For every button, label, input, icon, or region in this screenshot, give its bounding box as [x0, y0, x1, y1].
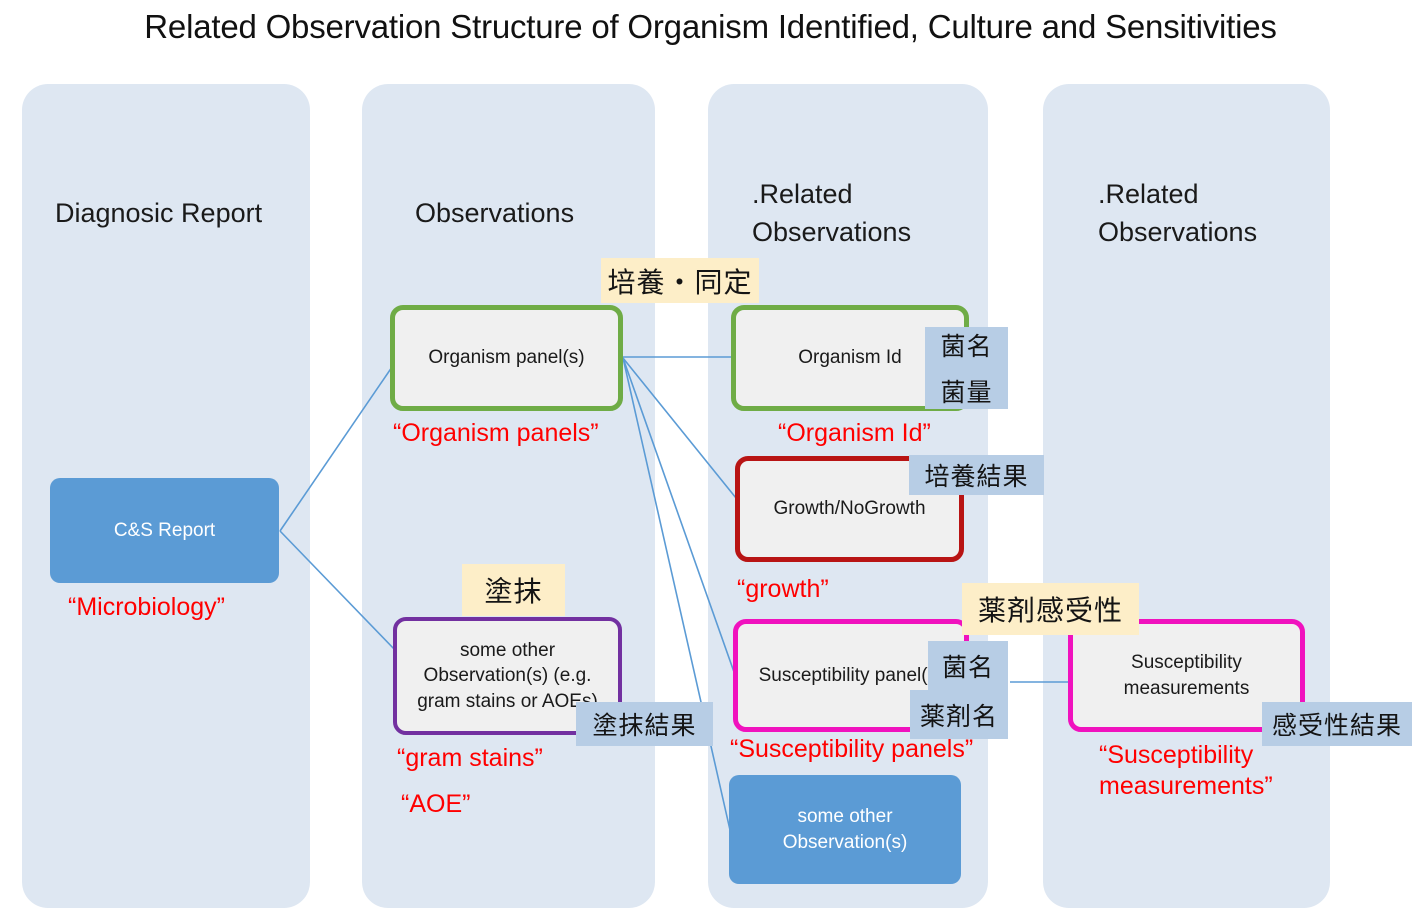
lane-title-related-observations-2: .Related Observations [1098, 179, 1258, 248]
tag-organism-quantity-label: 菌量 [940, 379, 993, 407]
node-cs-report[interactable]: C&S Report [50, 478, 279, 583]
tag-susceptibility-result: 感受性結果 [1262, 702, 1412, 746]
tag-susceptibility-result-label: 感受性結果 [1271, 712, 1402, 740]
annotation-gram-stains: “gram stains” [397, 744, 543, 772]
page-title: Related Observation Structure of Organis… [144, 8, 1277, 45]
lane-title-related-observations-1: .Related Observations [752, 179, 912, 248]
annotation-aoe: “AOE” [401, 790, 471, 818]
lane-related-observations-2 [1043, 84, 1330, 908]
lane-observations [362, 84, 655, 908]
node-susceptibility-panels-label: Susceptibility panel(s) [758, 664, 944, 686]
tag-susceptibility-organism-name: 菌名 [928, 641, 1008, 690]
node-other-observations-gram[interactable]: some other Observation(s) (e.g. gram sta… [393, 617, 622, 735]
node-susceptibility-measurements-label: Susceptibility measurements [1123, 652, 1250, 699]
lane-title-diagnostic-report: Diagnosic Report [55, 198, 263, 228]
node-cs-report-label: C&S Report [113, 519, 216, 541]
tag-organism-name-label: 菌名 [940, 333, 993, 361]
annotation-microbiology: “Microbiology” [68, 593, 225, 621]
annotation-organism-panels: “Organism panels” [393, 419, 599, 447]
tag-smear-result-label: 塗抹結果 [592, 712, 697, 740]
tag-smear: 塗抹 [462, 564, 565, 616]
node-other-observations-label: some other Observation(s) [782, 806, 908, 853]
tag-drug-name-label: 薬剤名 [919, 702, 998, 731]
lane-title-observations: Observations [415, 198, 575, 228]
node-other-observations[interactable]: some other Observation(s) [729, 775, 961, 884]
node-organism-panels-label: Organism panel(s) [428, 347, 585, 369]
tag-smear-label: 塗抹 [484, 576, 543, 607]
tag-culture-result-label: 培養結果 [924, 463, 1029, 491]
node-growth-nogrowth-label: Growth/NoGrowth [773, 498, 926, 520]
node-other-observations-gram-label: some other Observation(s) (e.g. gram sta… [417, 640, 598, 712]
annotation-susceptibility-panels: “Susceptibility panels” [730, 735, 974, 763]
node-organism-id-label: Organism Id [798, 347, 902, 369]
annotation-growth: “growth” [737, 575, 829, 603]
node-organism-panels[interactable]: Organism panel(s) [390, 305, 623, 411]
tag-drug-susceptibility-label: 薬剤感受性 [977, 595, 1123, 626]
tag-drug-susceptibility: 薬剤感受性 [962, 583, 1139, 635]
tag-smear-result: 塗抹結果 [576, 702, 713, 746]
annotation-organism-id: “Organism Id” [778, 419, 931, 447]
tag-culture-identification-label: 培養・同定 [607, 266, 753, 298]
tag-culture-identification: 培養・同定 [601, 258, 759, 303]
tag-organism-name-quantity: 菌名 菌量 [925, 327, 1008, 409]
tag-susceptibility-organism-name-label: 菌名 [941, 653, 994, 682]
tag-culture-result: 培養結果 [909, 455, 1044, 495]
tag-drug-name: 薬剤名 [910, 690, 1008, 739]
annotation-susceptibility-measurements: “Susceptibility measurements” [1099, 741, 1273, 800]
